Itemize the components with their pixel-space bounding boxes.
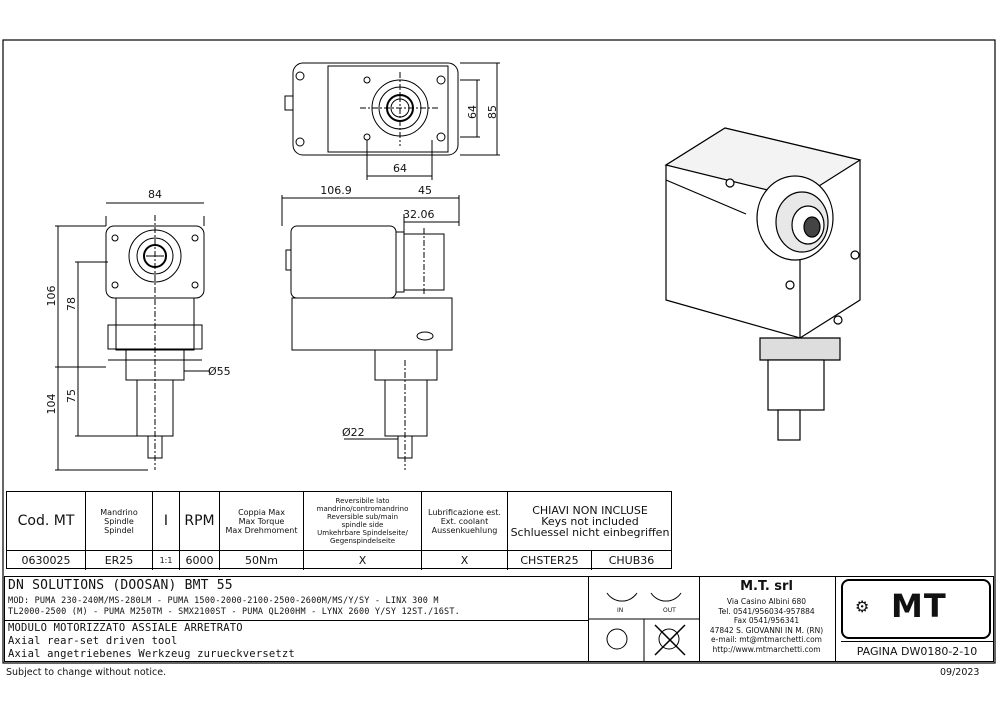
header-coppia: Coppia Max Max Torque Max Drehmoment: [220, 492, 304, 550]
isometric-view: [664, 127, 862, 441]
rotation-icons: [589, 592, 699, 661]
header-ratio: I: [153, 492, 180, 550]
desc-german: Axial angetriebenes Werkzeug zurueckvers…: [8, 648, 295, 660]
gear-icon: ⚙: [855, 597, 870, 616]
models-line-2: TL2000-2500 (M) - PUMA M250TM - SMX2100S…: [8, 607, 460, 617]
header-rpm: RPM: [180, 492, 220, 550]
company-logo: MT: [891, 587, 947, 625]
dim-front-84: 84: [148, 188, 162, 201]
side-view: [281, 195, 460, 470]
dim-front-104: 104: [45, 394, 58, 415]
dim-top-64-horiz: 64: [393, 162, 407, 175]
company-address: Via Casino Albini 680 Tel. 0541/956034-9…: [709, 597, 824, 654]
title-block: DN SOLUTIONS (DOOSAN) BMT 55 MOD: PUMA 2…: [4, 576, 994, 662]
cell-key2: CHUB36: [608, 554, 655, 567]
cell-reversibile: X: [304, 551, 422, 570]
header-cod: Cod. MT: [7, 492, 86, 550]
company-name: M.T. srl: [740, 579, 793, 594]
models-line-1: MOD: PUMA 230-240M/MS-280LM - PUMA 1500-…: [8, 596, 439, 606]
footer-date: 09/2023: [940, 667, 980, 678]
desc-italian: MODULO MOTORIZZATO ASSIALE ARRETRATO: [8, 622, 243, 634]
rotation-out-label: OUT: [663, 607, 676, 614]
header-mandrino: Mandrino Spindle Spindel: [86, 492, 153, 550]
dim-side-45: 45: [418, 184, 432, 197]
dim-side-dia22: Ø22: [342, 426, 365, 439]
header-reversibile: Reversibile lato mandrino/contromandrino…: [304, 492, 422, 550]
top-view: [284, 62, 500, 180]
header-chiavi: CHIAVI NON INCLUSE Keys not included Sch…: [510, 503, 670, 539]
dim-front-dia55: Ø55: [208, 365, 231, 378]
page-number: PAGINA DW0180-2-10: [841, 641, 993, 662]
desc-english: Axial rear-set driven tool: [8, 635, 178, 647]
header-lubrificazione: Lubrificazione est. Ext. coolant Aussenk…: [422, 492, 508, 550]
company-box: M.T. srl Via Casino Albini 680 Tel. 0541…: [698, 577, 836, 661]
machine-title: DN SOLUTIONS (DOOSAN) BMT 55: [8, 578, 233, 593]
footer-notice: Subject to change without notice.: [6, 667, 167, 678]
logo-box: ⚙ MT: [841, 579, 991, 639]
cell-cod: 0630025: [7, 551, 86, 570]
dim-top-85: 85: [486, 105, 499, 119]
dim-front-106: 106: [45, 286, 58, 307]
cell-key1: CHSTER25: [508, 551, 592, 570]
spec-row: 0630025 ER25 1:1 6000 50Nm X X CHSTER25 …: [7, 550, 671, 570]
dim-side-106-9: 106.9: [320, 184, 352, 197]
dim-top-64-vert: 64: [466, 105, 479, 119]
cell-mandrino: ER25: [86, 551, 153, 570]
spec-table: Cod. MT Mandrino Spindle Spindel I RPM C…: [6, 491, 672, 570]
drawing-frame: [2, 39, 996, 664]
cell-lubrificazione: X: [422, 551, 508, 570]
dim-front-78: 78: [65, 297, 78, 311]
front-view: [55, 202, 210, 471]
cell-coppia: 50Nm: [220, 551, 304, 570]
dim-front-75: 75: [65, 389, 78, 403]
cell-rpm: 6000: [180, 551, 220, 570]
dim-side-32-06: 32.06: [403, 208, 435, 221]
cell-ratio: 1:1: [153, 551, 180, 570]
rotation-box: IN OUT: [588, 577, 700, 661]
rotation-in-label: IN: [617, 607, 624, 614]
